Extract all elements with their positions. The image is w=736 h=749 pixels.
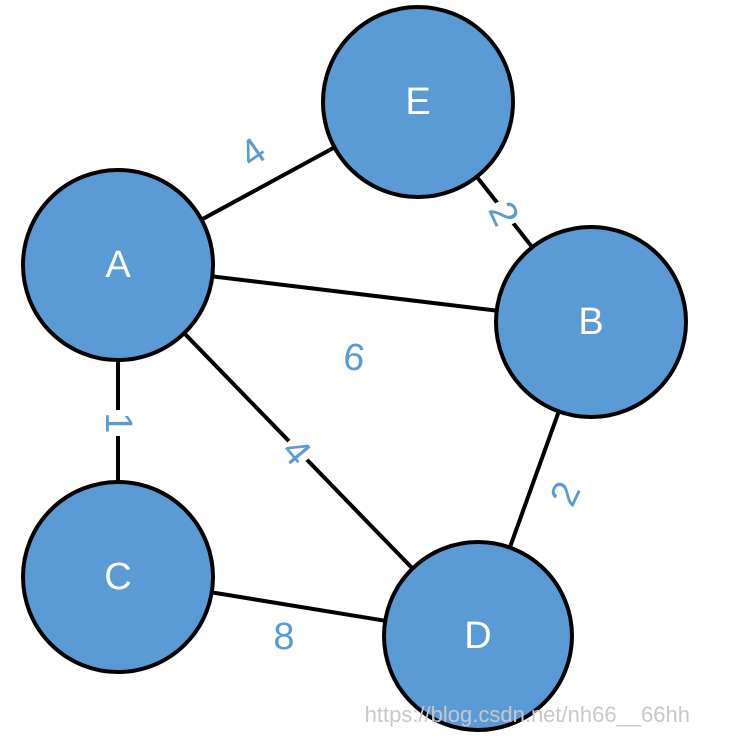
node-label: B	[578, 301, 603, 343]
node-label: C	[104, 556, 131, 598]
node-c: C	[21, 480, 215, 674]
node-label: D	[464, 615, 491, 657]
node-circle	[494, 225, 688, 419]
edge-weight-background	[481, 194, 525, 234]
edge-weight-background	[232, 130, 274, 176]
watermark-text: https://blog.csdn.net/nh66__66hh	[365, 702, 690, 727]
node-circle	[21, 480, 215, 674]
node-d: D	[382, 540, 574, 732]
edge-weight-background	[100, 410, 136, 436]
edge-weight-background	[338, 338, 370, 378]
node-b: B	[494, 225, 688, 419]
node-label: A	[105, 244, 131, 286]
node-label: E	[405, 81, 430, 123]
node-circle	[382, 540, 574, 732]
edge-weight-background	[273, 430, 319, 474]
edge-weight-background	[544, 474, 588, 514]
node-e: E	[321, 5, 515, 199]
edge-weight-background	[271, 619, 297, 655]
edge-weight-label: 8	[273, 616, 294, 658]
edge-weight-label: 1	[97, 412, 139, 433]
node-a: A	[21, 168, 215, 362]
node-circle	[21, 168, 215, 362]
node-circle	[321, 5, 515, 199]
nodes-layer: A B C D E	[21, 5, 688, 732]
